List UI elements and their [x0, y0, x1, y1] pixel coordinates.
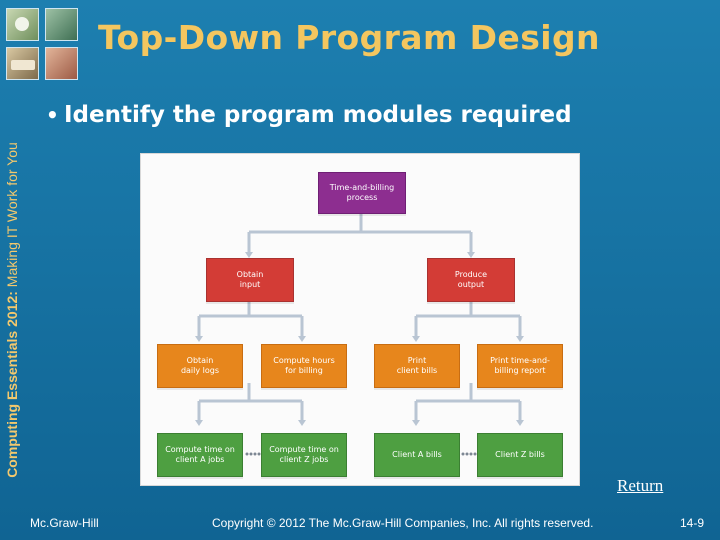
top-down-program-diagram: Time-and-billing process Obtain input Pr…: [140, 153, 580, 486]
node-label-line2: output: [457, 280, 485, 289]
ellipsis-dot: [465, 452, 469, 456]
bullet-dot-icon: •: [46, 103, 59, 127]
thumbnail-image: [45, 8, 78, 41]
node-label-line1: Obtain: [236, 270, 264, 279]
node-label-line1: Compute time on: [269, 445, 339, 454]
module-node-print-billing-report: Print time-and- billing report: [477, 344, 563, 388]
node-label-line1: Time-and-billing: [329, 183, 395, 192]
node-label-line1: Client Z bills: [495, 450, 545, 459]
module-node-client-a-jobs: Compute time on client A jobs: [157, 433, 243, 477]
module-node-client-z-bills: Client Z bills: [477, 433, 563, 477]
arrowhead: [298, 420, 306, 426]
module-node-produce-output: Produce output: [427, 258, 515, 302]
node-label-line2: for billing: [285, 366, 323, 375]
ellipsis-dot: [257, 452, 261, 456]
node-label-line1: Compute hours: [273, 356, 335, 365]
ellipsis-dot: [249, 452, 253, 456]
node-label-line2: daily logs: [180, 366, 220, 375]
return-link[interactable]: Return: [617, 476, 664, 495]
module-node-compute-hours: Compute hours for billing: [261, 344, 347, 388]
arrowhead: [412, 336, 420, 342]
module-node-client-z-jobs: Compute time on client Z jobs: [261, 433, 347, 477]
sidebar-caption: Computing Essentials 2012: Making IT Wor…: [4, 142, 20, 478]
arrowhead: [516, 336, 524, 342]
ellipsis-dot: [473, 452, 477, 456]
sidebar-caption-suffix: Making IT Work for You: [4, 142, 21, 288]
arrowhead: [245, 252, 253, 258]
arrowhead: [467, 252, 475, 258]
ellipsis-dot: [253, 452, 257, 456]
node-label-line2: input: [239, 280, 261, 289]
root-node: Time-and-billing process: [318, 172, 406, 214]
diagram-connectors: [195, 214, 524, 456]
copyright-notice: Copyright © 2012 The Mc.Graw-Hill Compan…: [212, 516, 594, 530]
arrowhead: [412, 420, 420, 426]
slide-title: Top-Down Program Design: [98, 18, 600, 57]
module-node-print-client-bills: Print client bills: [374, 344, 460, 388]
node-label-line2: process: [346, 193, 378, 202]
thumbnail-image: [45, 47, 78, 80]
arrowhead: [195, 420, 203, 426]
node-label-line1: Print time-and-: [490, 356, 550, 365]
thumbnail-image: [6, 47, 39, 80]
arrowhead: [195, 336, 203, 342]
slide-thumbnail-grid: [6, 8, 80, 82]
node-label-line2: client Z jobs: [279, 455, 329, 464]
node-label-line2: client bills: [396, 366, 438, 375]
ellipsis-dot: [469, 452, 473, 456]
module-node-client-a-bills: Client A bills: [374, 433, 460, 477]
node-label-line1: Compute time on: [165, 445, 235, 454]
arrowhead: [298, 336, 306, 342]
ellipsis-dot: [245, 452, 249, 456]
publisher-label: Mc.Graw-Hill: [30, 516, 99, 530]
vertical-sidebar-caption: Computing Essentials 2012: Making IT Wor…: [0, 115, 24, 505]
thumbnail-image: [6, 8, 39, 41]
node-label-line1: Produce: [454, 270, 488, 279]
page-number: 14-9: [680, 516, 705, 530]
sidebar-caption-prefix: Computing Essentials 2012:: [4, 291, 21, 478]
bullet-text: Identify the program modules required: [64, 102, 572, 128]
node-label-line1: Print: [407, 356, 427, 365]
node-label-line1: Client A bills: [392, 450, 442, 459]
node-label-line2: billing report: [494, 366, 546, 375]
module-node-obtain-input: Obtain input: [206, 258, 294, 302]
node-label-line1: Obtain: [186, 356, 214, 365]
module-node-obtain-daily-logs: Obtain daily logs: [157, 344, 243, 388]
arrowhead: [516, 420, 524, 426]
bullet-point: •Identify the program modules required: [46, 102, 572, 128]
node-label-line2: client A jobs: [175, 455, 225, 464]
ellipsis-dot: [461, 452, 465, 456]
